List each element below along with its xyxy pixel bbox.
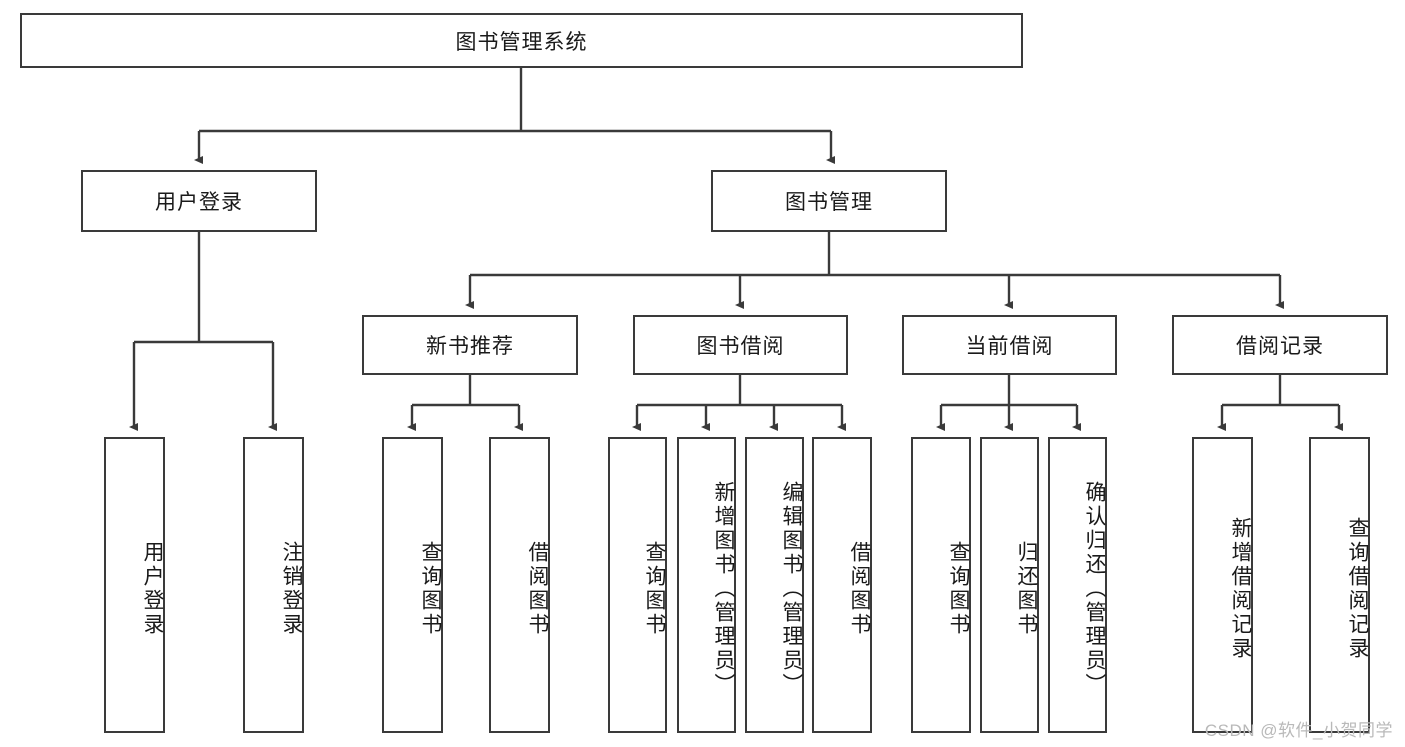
leaf-query-book-2[interactable]: 查询图书: [608, 437, 667, 733]
node-book-manage[interactable]: 图书管理: [711, 170, 947, 232]
leaf-borrow-book-2[interactable]: 借阅图书: [812, 437, 872, 733]
node-user-login-label: 用户登录: [155, 191, 243, 214]
node-new-book-recommend[interactable]: 新书推荐: [362, 315, 578, 375]
leaf-return-book[interactable]: 归还图书: [980, 437, 1039, 733]
leaf-query-book-1[interactable]: 查询图书: [382, 437, 443, 733]
leaf-query-book-3[interactable]: 查询图书: [911, 437, 971, 733]
leaf-borrow-book-1[interactable]: 借阅图书: [489, 437, 550, 733]
leaf-user-login-label: 用户登录: [141, 541, 164, 637]
leaf-query-book-3-label: 查询图书: [947, 541, 970, 637]
leaf-query-book-1-label: 查询图书: [419, 541, 442, 637]
leaf-add-book[interactable]: 新增图书（管理员）: [677, 437, 736, 733]
leaf-borrow-book-1-label: 借阅图书: [526, 541, 549, 637]
leaf-query-book-2-label: 查询图书: [643, 541, 666, 637]
node-borrow-record[interactable]: 借阅记录: [1172, 315, 1388, 375]
leaf-confirm-return-label: 确认归还（管理员）: [1083, 481, 1106, 697]
node-current-borrow[interactable]: 当前借阅: [902, 315, 1117, 375]
node-book-borrow-label: 图书借阅: [696, 335, 785, 358]
node-current-borrow-label: 当前借阅: [965, 335, 1054, 358]
leaf-confirm-return[interactable]: 确认归还（管理员）: [1048, 437, 1107, 733]
node-new-book-recommend-label: 新书推荐: [426, 335, 514, 358]
leaf-return-book-label: 归还图书: [1015, 541, 1038, 637]
leaf-user-login[interactable]: 用户登录: [104, 437, 165, 733]
leaf-logout-login-label: 注销登录: [280, 541, 303, 637]
node-root[interactable]: 图书管理系统: [20, 13, 1023, 68]
leaf-logout-login[interactable]: 注销登录: [243, 437, 304, 733]
node-book-manage-label: 图书管理: [785, 191, 873, 214]
leaf-add-book-label: 新增图书（管理员）: [712, 481, 735, 697]
node-user-login[interactable]: 用户登录: [81, 170, 317, 232]
leaf-borrow-book-2-label: 借阅图书: [848, 541, 871, 637]
node-root-label: 图书管理系统: [455, 30, 588, 54]
watermark-text: CSDN @软件_小贺同学: [1204, 721, 1393, 740]
leaf-edit-book-label: 编辑图书（管理员）: [780, 481, 803, 697]
node-borrow-record-label: 借阅记录: [1236, 335, 1324, 358]
node-book-borrow[interactable]: 图书借阅: [633, 315, 848, 375]
leaf-query-record[interactable]: 查询借阅记录: [1309, 437, 1370, 733]
leaf-query-record-label: 查询借阅记录: [1346, 517, 1369, 661]
leaf-edit-book[interactable]: 编辑图书（管理员）: [745, 437, 804, 733]
leaf-add-record-label: 新增借阅记录: [1229, 517, 1252, 661]
leaf-add-record[interactable]: 新增借阅记录: [1192, 437, 1253, 733]
